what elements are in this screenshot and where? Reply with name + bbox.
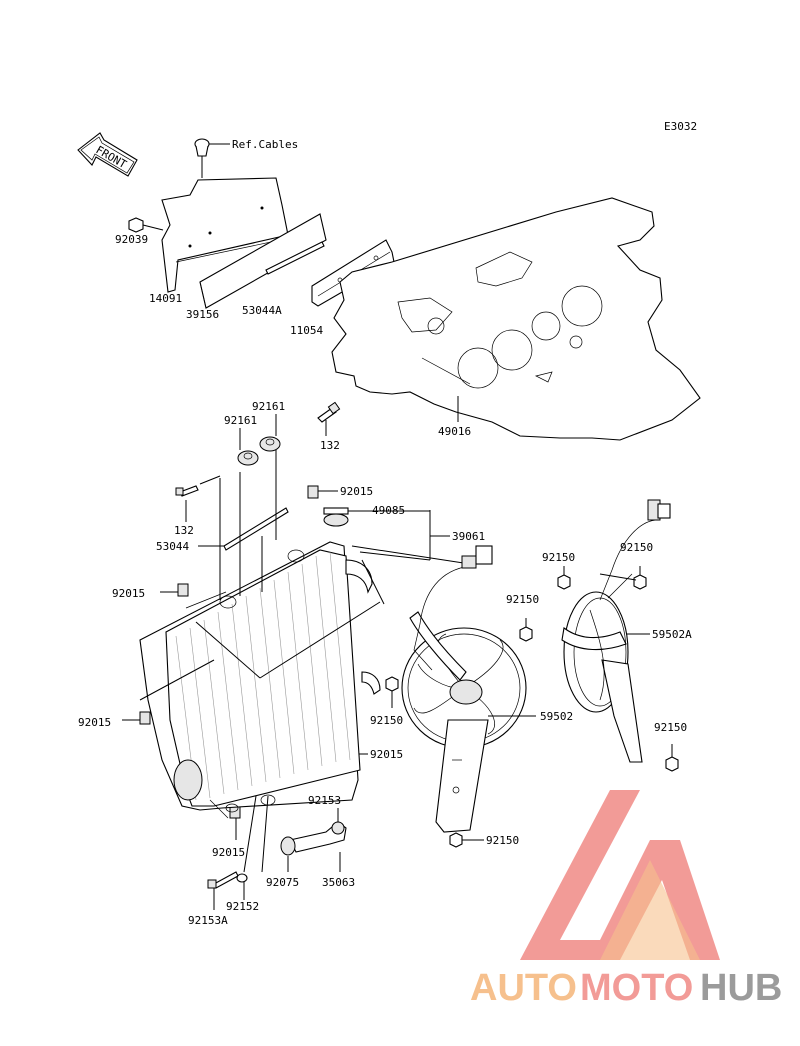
label-92150-b: 92150 [620, 541, 653, 554]
label-92161-b: 92161 [252, 400, 285, 413]
radiator-core [175, 551, 351, 801]
label-92015-left: 92015 [112, 587, 145, 600]
label-92161-a: 92161 [224, 414, 257, 427]
label-49085: 49085 [372, 504, 405, 517]
nut-92150-d [385, 676, 399, 708]
label-92150-a: 92150 [542, 551, 575, 564]
label-92015-bottom: 92015 [212, 846, 245, 859]
label-49016: 49016 [438, 425, 471, 438]
fan-59502A [561, 573, 650, 763]
grommet-a [237, 450, 259, 466]
bolt-132-left [175, 485, 199, 522]
watermark-text-auto: AUTO [470, 967, 577, 1009]
watermark-text-moto: MOTO [580, 967, 693, 1009]
label-92015-right: 92015 [370, 748, 403, 761]
lower-bracket [280, 808, 347, 872]
label-92150-d: 92150 [370, 714, 403, 727]
label-132-top: 132 [320, 439, 340, 452]
label-53044A: 53044A [242, 304, 282, 317]
bolt-132-top [317, 401, 341, 436]
seal-53044 [198, 507, 289, 551]
grommet-b [259, 436, 281, 452]
radiator [139, 450, 381, 819]
clip-92015-left [160, 583, 189, 597]
radiator-cap [323, 507, 372, 527]
label-132-left: 132 [174, 524, 194, 537]
label-35063: 35063 [322, 876, 355, 889]
clip-92015-side [122, 711, 151, 725]
clip-92015-top [307, 485, 338, 499]
nut-92150-e [665, 744, 679, 772]
nut-92150-b [633, 566, 647, 590]
label-92150-f: 92150 [486, 834, 519, 847]
label-92153A: 92153A [188, 914, 228, 927]
heat-shield-plate [331, 197, 701, 441]
label-92075: 92075 [266, 876, 299, 889]
label-92015-side: 92015 [78, 716, 111, 729]
label-92039: 92039 [115, 233, 148, 246]
connector-fan-left [461, 545, 493, 569]
washer-92152 [236, 873, 248, 900]
watermark-text-hub: HUB [700, 967, 782, 1009]
ref-cables-label: Ref.Cables [232, 138, 298, 151]
cable-grommet [194, 138, 230, 178]
label-39061: 39061 [452, 530, 485, 543]
diagram-code: E3032 [664, 120, 697, 133]
connector-fan-right [647, 499, 671, 521]
label-92150-e: 92150 [654, 721, 687, 734]
nut-92039 [128, 217, 164, 233]
label-53044: 53044 [156, 540, 189, 553]
label-11054: 11054 [290, 324, 323, 337]
label-92015-top: 92015 [340, 485, 373, 498]
label-92153: 92153 [308, 794, 341, 807]
nut-92150-f [449, 832, 484, 848]
watermark-logo: AUTO MOTO HUB [470, 790, 782, 1009]
seal-strip [265, 241, 325, 275]
label-14091: 14091 [149, 292, 182, 305]
nut-92150-c [519, 618, 533, 642]
front-arrow-icon: FRONT [77, 132, 138, 177]
foam-strip [199, 213, 327, 309]
label-59502A: 59502A [652, 628, 692, 641]
label-92152: 92152 [226, 900, 259, 913]
label-59502: 59502 [540, 710, 573, 723]
label-92150-c: 92150 [506, 593, 539, 606]
watermark-mark-icon [520, 790, 720, 960]
label-39156: 39156 [186, 308, 219, 321]
nut-92150-a [557, 566, 571, 590]
fan-59502 [401, 611, 536, 833]
